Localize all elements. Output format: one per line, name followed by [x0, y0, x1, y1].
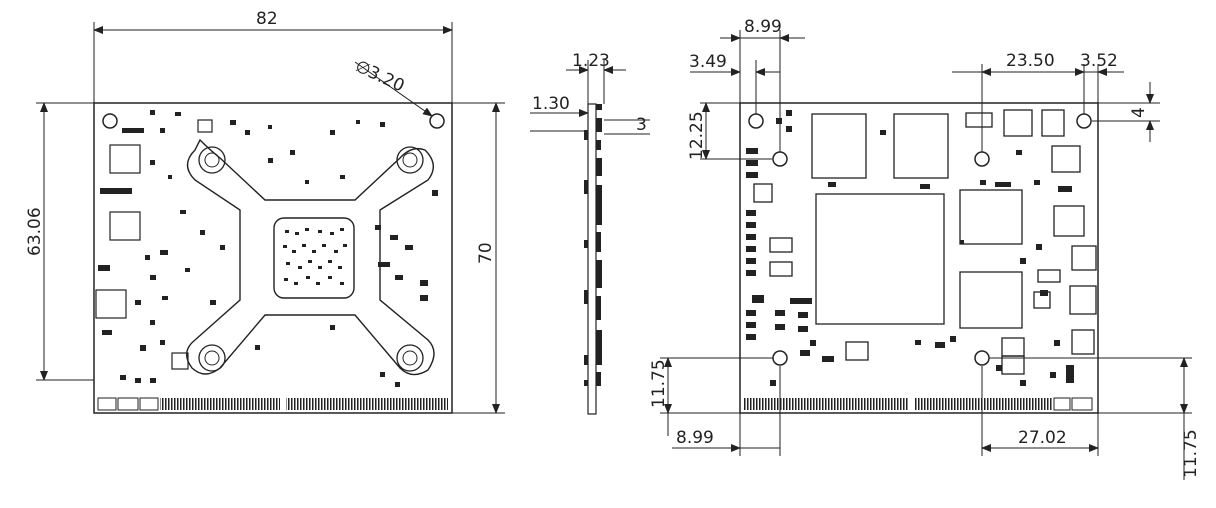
dim-12-25: 12.25	[687, 111, 707, 160]
memory-chip	[893, 113, 949, 179]
dim-height-70: 70	[476, 242, 496, 264]
edge-connector	[160, 398, 280, 410]
edge-connector	[744, 398, 908, 410]
dim-8-99-bottom: 8.99	[676, 428, 714, 448]
dim-23-50: 23.50	[1006, 51, 1055, 71]
top-view-dimensions: 8.99 3.49 12.25 23.50 3.52 4 11.75	[649, 17, 1201, 480]
soc-chip	[815, 193, 945, 325]
mounting-hole	[429, 113, 445, 129]
edge-connector	[914, 398, 1052, 410]
dim-3-52: 3.52	[1080, 51, 1118, 71]
dim-height-63-06: 63.06	[25, 207, 45, 256]
dim-3-49: 3.49	[689, 52, 727, 72]
dim-hole-diameter: 3.20	[365, 62, 408, 96]
dim-11-75-right: 11.75	[1181, 429, 1201, 478]
bottom-view-dimensions: 82 63.06 70 ∅ 3.20	[25, 9, 505, 414]
top-view	[739, 102, 1099, 414]
memory-chip	[811, 113, 867, 179]
bga-pad	[273, 217, 355, 299]
dim-11-75-left: 11.75	[649, 359, 669, 408]
bottom-view	[93, 102, 453, 414]
pmic-chip	[959, 271, 1023, 329]
side-view-dimensions: 1.23 1.30 3	[530, 51, 650, 135]
dim-3: 3	[636, 115, 647, 135]
side-view	[584, 103, 602, 415]
edge-connector	[286, 398, 448, 410]
dim-1-23: 1.23	[572, 51, 610, 71]
board-outline	[739, 102, 1099, 414]
dim-width-82: 82	[256, 9, 278, 29]
emmc-chip	[959, 189, 1023, 245]
dim-1-30: 1.30	[532, 94, 570, 114]
dim-4: 4	[1129, 107, 1149, 118]
dim-27-02: 27.02	[1018, 428, 1067, 448]
mounting-hole	[102, 113, 118, 129]
dim-8-99-top: 8.99	[744, 17, 782, 37]
